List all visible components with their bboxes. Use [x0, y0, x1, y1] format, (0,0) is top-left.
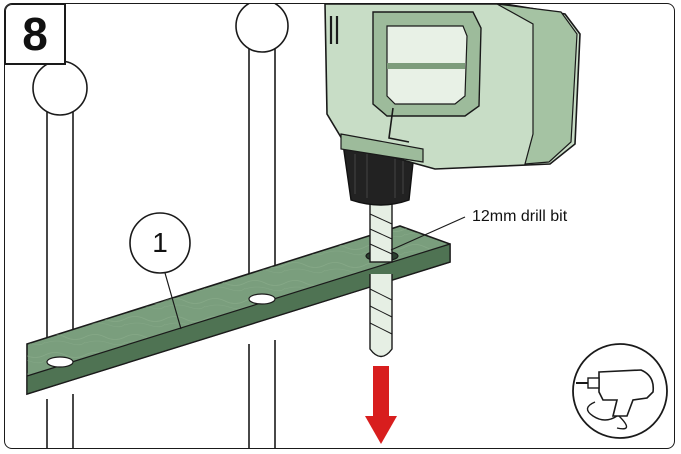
illustration: [26, 4, 668, 448]
wooden-plank: [26, 225, 451, 396]
step-number-box: 8: [5, 4, 66, 65]
down-arrow-icon: [365, 366, 397, 444]
callout-1-number: 1: [152, 227, 168, 258]
drill-icon: [572, 343, 668, 439]
support-pillar-middle: [235, 4, 289, 448]
drill-bit-label: 12mm drill bit: [472, 208, 568, 225]
drill-bit-leader-line: [390, 216, 466, 251]
drill-bit: [369, 199, 393, 358]
support-pillar-left: [32, 60, 88, 448]
callout-1: [129, 212, 191, 330]
step-number: 8: [22, 8, 48, 60]
drill-body: [324, 4, 581, 170]
instruction-panel: 8 1 12mm drill bit: [4, 3, 675, 449]
